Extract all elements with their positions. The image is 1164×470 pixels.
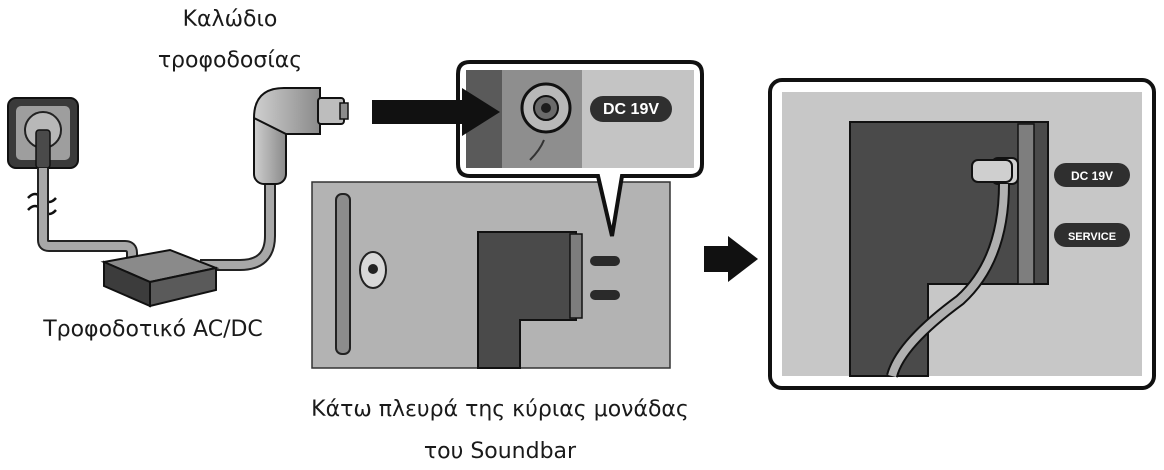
detail-panel	[768, 78, 1156, 390]
callout-dc-label: DC 19V	[603, 101, 659, 118]
power-cable-label-line2: τροφοδοσίας	[157, 48, 303, 73]
adapter-brick-icon	[100, 248, 220, 308]
zoom-callout	[372, 60, 704, 237]
dc-cable	[200, 180, 276, 271]
power-cable-label-line1: Καλώδιο	[182, 7, 278, 32]
bottom-side-label-line2: του Soundbar	[423, 439, 577, 464]
right-angle-plug-icon	[252, 87, 349, 185]
detail-dc-label: DC 19V	[1071, 169, 1113, 183]
wall-outlet-icon	[7, 97, 79, 169]
mains-cable	[37, 168, 138, 266]
arrow-right-icon-2	[704, 236, 758, 282]
detail-service-label: SERVICE	[1068, 231, 1116, 243]
adapter-label: Τροφοδοτικό AC/DC	[43, 317, 263, 342]
bottom-side-label-line1: Κάτω πλευρά της κύριας μονάδας	[311, 397, 689, 422]
